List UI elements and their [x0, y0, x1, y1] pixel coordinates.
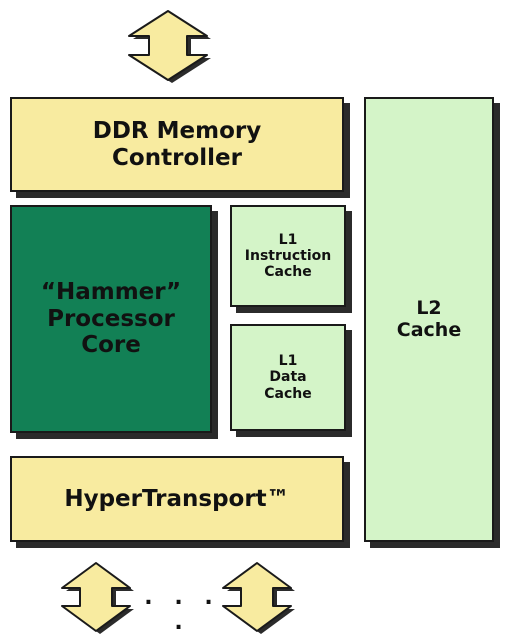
ellipsis-more-links: . . . . [144, 585, 220, 635]
bottom-left-double-arrow-icon [61, 562, 134, 634]
l1d-label-line1: L1 [278, 353, 298, 370]
hypertransport-block: HyperTransport™ [10, 456, 344, 542]
l2-cache-block: L2 Cache [364, 97, 494, 542]
l1i-label-line3: Cache [264, 264, 312, 281]
l1d-label-line3: Cache [264, 385, 312, 402]
l1-data-cache-block: L1 Data Cache [230, 324, 346, 431]
ddr-label-line2: Controller [112, 144, 242, 171]
ddr-label-line1: DDR Memory [92, 118, 262, 145]
hypertransport-label: HyperTransport™ [64, 486, 290, 512]
bottom-right-double-arrow-icon [222, 562, 295, 634]
l2-label-line2: Cache [396, 318, 462, 341]
l1i-label-line1: L1 [278, 231, 298, 248]
l1d-label-line2: Data [269, 369, 307, 386]
core-label-line3: Core [81, 332, 141, 359]
core-label-line1: “Hammer” [40, 279, 182, 306]
top-double-arrow-icon [128, 10, 211, 83]
l2-label-line1: L2 [416, 296, 442, 319]
core-label-line2: Processor [47, 305, 175, 332]
l1-instruction-cache-block: L1 Instruction Cache [230, 205, 346, 307]
l1i-label-line2: Instruction [244, 247, 332, 264]
ddr-memory-controller-block: DDR Memory Controller [10, 97, 344, 192]
hammer-processor-core-block: “Hammer” Processor Core [10, 205, 212, 433]
